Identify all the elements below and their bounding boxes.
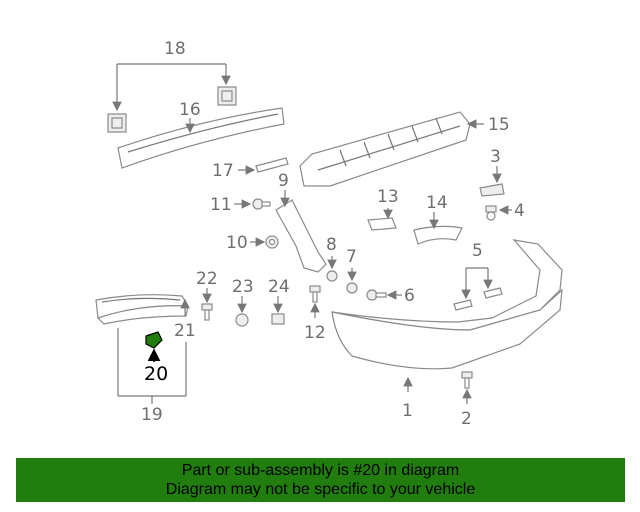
parts-diagram: 18 16 15 17 9 11 10 8 (95, 39, 563, 429)
callout-12: 12 (304, 323, 326, 343)
part-9-bracket (275, 190, 327, 273)
callout-13: 13 (377, 187, 399, 207)
part-6-screw (366, 289, 402, 301)
part-1-bumper-cover (331, 239, 563, 392)
part-4-bolt (485, 205, 512, 221)
callout-7: 7 (346, 247, 357, 267)
callout-24: 24 (268, 277, 290, 297)
part-16-reinforcement (117, 107, 285, 169)
part-19-bracket (117, 328, 187, 404)
part-23-clip (235, 296, 249, 327)
callout-18: 18 (164, 39, 186, 59)
part-18-brackets (107, 63, 237, 133)
part-3-bracket (479, 166, 505, 197)
callout-17: 17 (212, 161, 234, 181)
callout-23: 23 (232, 277, 254, 297)
callout-6: 6 (404, 286, 415, 306)
part-13-spacer (367, 208, 397, 231)
callout-11: 11 (210, 195, 232, 215)
callout-14: 14 (426, 193, 448, 213)
callout-1: 1 (402, 401, 413, 421)
callout-9: 9 (278, 171, 289, 191)
banner-line-1: Part or sub-assembly is #20 in diagram (181, 462, 460, 479)
callout-22: 22 (196, 269, 218, 289)
part-14-bracket (413, 212, 463, 245)
callout-16: 16 (179, 100, 201, 120)
callout-10: 10 (226, 233, 248, 253)
part-8-nut (326, 256, 338, 282)
callout-3: 3 (490, 147, 501, 167)
callout-21: 21 (174, 321, 196, 341)
part-11-bolt (234, 198, 271, 210)
part-21-pad (95, 294, 190, 325)
callout-15: 15 (488, 115, 510, 135)
callout-2: 2 (461, 409, 472, 429)
info-banner: Part or sub-assembly is #20 in diagram D… (16, 458, 625, 502)
part-10-nut (250, 235, 279, 249)
part-17-pin (238, 157, 289, 175)
callout-19: 19 (141, 405, 163, 425)
part-12-bolt (309, 285, 321, 318)
part-2-bolt (461, 371, 473, 404)
part-5-reflectors (453, 267, 503, 311)
callout-20: 20 (144, 363, 168, 385)
part-20-highlighted (145, 331, 163, 362)
banner-line-2: Diagram may not be specific to your vehi… (165, 481, 476, 498)
callout-8: 8 (326, 235, 337, 255)
part-15-absorber (299, 111, 484, 187)
part-22-bolt (201, 288, 213, 321)
part-7-clip (346, 268, 358, 294)
callout-4: 4 (514, 201, 525, 221)
callout-5: 5 (472, 241, 483, 261)
part-24-clip (271, 296, 285, 325)
